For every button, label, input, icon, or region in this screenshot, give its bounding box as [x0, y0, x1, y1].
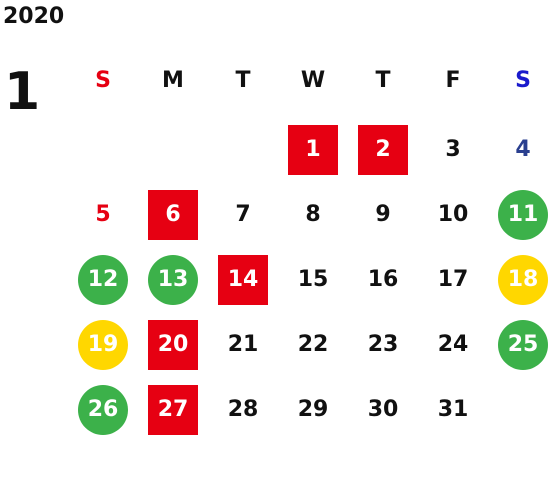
green-marked-day-cell: 13 [148, 255, 198, 305]
day-cell: 29 [297, 397, 329, 422]
green-marked-day-cell: 12 [78, 255, 128, 305]
green-marked-day-cell: 26 [78, 385, 128, 435]
holiday-day-cell: 2 [358, 125, 408, 175]
holiday-day-cell: 20 [148, 320, 198, 370]
yellow-marked-day-cell: 19 [78, 320, 128, 370]
day-cell: 31 [437, 397, 469, 422]
day-cell: 5 [95, 202, 111, 227]
day-cell: 4 [515, 137, 531, 162]
green-marked-day-cell: 25 [498, 320, 548, 370]
day-cell: 28 [227, 397, 259, 422]
day-cell: 15 [297, 267, 329, 292]
day-cell: 24 [437, 332, 469, 357]
day-cell: 17 [437, 267, 469, 292]
weekday-header: F [445, 68, 461, 93]
calendar-month: 1 [4, 62, 41, 122]
day-cell: 8 [305, 202, 321, 227]
holiday-day-cell: 1 [288, 125, 338, 175]
day-cell: 22 [297, 332, 329, 357]
holiday-day-cell: 27 [148, 385, 198, 435]
green-marked-day-cell: 11 [498, 190, 548, 240]
day-cell: 9 [375, 202, 391, 227]
weekday-header: T [235, 68, 251, 93]
weekday-header: S [515, 68, 531, 93]
day-cell: 3 [445, 137, 461, 162]
day-cell: 7 [235, 202, 251, 227]
weekday-header: T [375, 68, 391, 93]
day-cell: 23 [367, 332, 399, 357]
weekday-header: M [162, 68, 184, 93]
day-cell: 10 [437, 202, 469, 227]
weekday-header: W [300, 68, 326, 93]
holiday-day-cell: 14 [218, 255, 268, 305]
calendar-year: 2020 [3, 4, 65, 29]
day-cell: 16 [367, 267, 399, 292]
day-cell: 21 [227, 332, 259, 357]
yellow-marked-day-cell: 18 [498, 255, 548, 305]
day-cell: 30 [367, 397, 399, 422]
holiday-day-cell: 6 [148, 190, 198, 240]
weekday-header: S [95, 68, 111, 93]
